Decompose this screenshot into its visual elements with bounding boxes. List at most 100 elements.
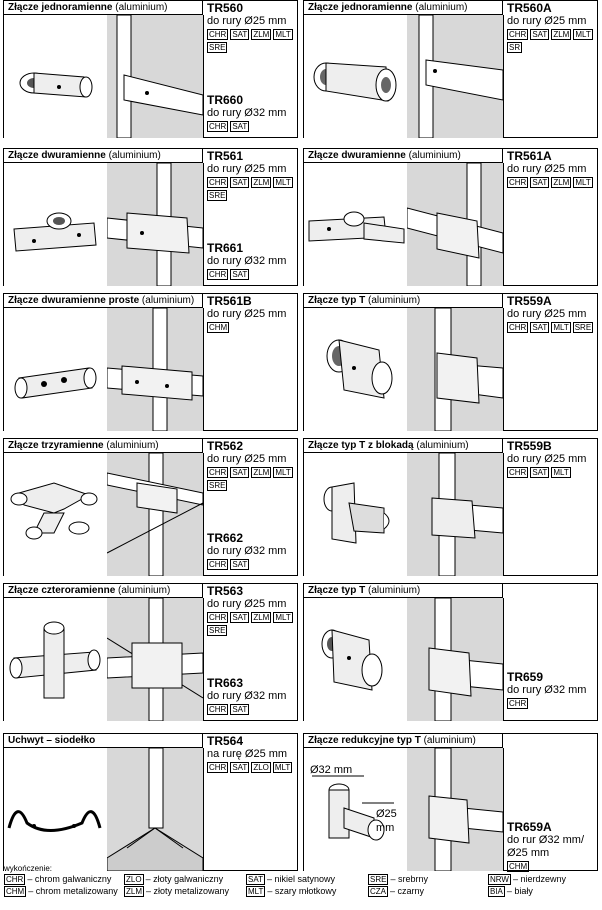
finish-badge: CHR bbox=[507, 467, 529, 478]
finish-badge: CHR bbox=[507, 322, 529, 333]
finish-badge: ZLM bbox=[551, 29, 572, 40]
finish-badge: CHR bbox=[207, 467, 229, 478]
legend-code: SRE bbox=[368, 874, 389, 885]
legend-title: wykończenie: bbox=[4, 864, 53, 873]
product-mounted-photo bbox=[107, 453, 204, 576]
dimension-label: Ø32 mm bbox=[310, 764, 353, 776]
legend-code: SAT bbox=[246, 874, 265, 885]
finish-badges: CHM bbox=[207, 322, 297, 333]
finish-badge: SAT bbox=[230, 704, 250, 715]
product-info: TR659 do rury Ø32 mm CHR bbox=[507, 584, 597, 720]
legend-label: – nierdzewny bbox=[512, 874, 566, 884]
product-code-secondary: TR663 bbox=[207, 676, 244, 690]
card-title: Złącze jednoramienne (aluminium) bbox=[304, 1, 503, 15]
product-card: Uchwyt – siodełko TR564 na rurę Ø25 mm C… bbox=[3, 733, 298, 871]
legend-item: CHR– chrom galwaniczny bbox=[4, 874, 111, 885]
product-photo bbox=[304, 308, 408, 431]
product-code: TR564 bbox=[207, 734, 244, 748]
finish-badge: MLT bbox=[273, 29, 293, 40]
finish-badge: MLT bbox=[551, 322, 571, 333]
card-title: Złącze dwuramienne (aluminium) bbox=[304, 149, 503, 163]
finish-badge: SAT bbox=[530, 467, 550, 478]
product-mounted-photo bbox=[107, 308, 204, 431]
product-code-secondary: TR660 bbox=[207, 93, 244, 107]
finish-badge: SRE bbox=[572, 322, 594, 333]
dimension-label: mm bbox=[376, 822, 395, 834]
product-desc-secondary: do rur Ø32 mm/Ø25 mm bbox=[507, 834, 585, 859]
product-photo bbox=[4, 748, 108, 871]
product-code-secondary: TR659 bbox=[507, 670, 544, 684]
product-desc: do rury Ø25 mm bbox=[207, 598, 287, 610]
product-card: Złącze dwuramienne (aluminium) TR561A do… bbox=[303, 148, 598, 286]
product-code: TR561B bbox=[207, 294, 252, 308]
finish-badge: SR bbox=[507, 42, 523, 53]
product-card: Złącze dwuramienne (aluminium) TR561 do … bbox=[3, 148, 298, 286]
finish-badge: ZLM bbox=[251, 29, 272, 40]
product-desc: do rury Ø25 mm bbox=[207, 308, 287, 320]
finish-badge: SAT bbox=[230, 29, 250, 40]
finish-badge: ZLM bbox=[251, 177, 272, 188]
product-mounted-photo bbox=[107, 15, 204, 138]
card-title: Złącze czteroramienne (aluminium) bbox=[4, 584, 203, 598]
product-photo bbox=[4, 163, 108, 286]
product-card: Złącze jednoramienne (aluminium) TR560 d… bbox=[3, 0, 298, 138]
product-card: Złącze jednoramienne (aluminium) TR560A … bbox=[303, 0, 598, 138]
finish-badge: SRE bbox=[207, 190, 228, 201]
product-code-secondary: TR659A bbox=[507, 820, 552, 834]
product-code: TR560 bbox=[207, 1, 244, 15]
product-code-secondary: TR661 bbox=[207, 241, 244, 255]
finish-badge: CHR bbox=[507, 698, 529, 709]
finish-badge: ZLM bbox=[251, 467, 272, 478]
legend-label: – czarny bbox=[390, 886, 425, 896]
dimension-label: Ø25 bbox=[376, 808, 397, 820]
product-photo bbox=[304, 453, 408, 576]
product-mounted-photo bbox=[407, 308, 504, 431]
product-code: TR563 bbox=[207, 584, 244, 598]
product-code: TR559A bbox=[507, 294, 552, 308]
finish-badges-secondary: CHR bbox=[507, 698, 597, 709]
finish-badge: MLT bbox=[272, 762, 293, 773]
product-photo bbox=[4, 453, 108, 576]
card-title: Złącze typ T z blokadą (aluminium) bbox=[304, 439, 503, 453]
product-code: TR562 bbox=[207, 439, 244, 453]
product-desc: do rury Ø25 mm bbox=[207, 15, 287, 27]
finish-badge: CHR bbox=[507, 29, 529, 40]
legend-label: – złoty galwaniczny bbox=[145, 874, 224, 884]
finish-badge: SRE bbox=[207, 42, 228, 53]
product-card: Złącze trzyramienne (aluminium) TR562 do… bbox=[3, 438, 298, 576]
finish-badge: MLT bbox=[273, 467, 293, 478]
legend-item: SAT– nikiel satynowy bbox=[246, 874, 335, 885]
product-code: TR561 bbox=[207, 149, 244, 163]
legend-code: CHM bbox=[4, 886, 27, 897]
product-photo bbox=[304, 163, 408, 286]
finish-badge: CHR bbox=[207, 29, 229, 40]
product-code: TR561A bbox=[507, 149, 552, 163]
product-code-secondary: TR662 bbox=[207, 531, 244, 545]
finish-badge: MLT bbox=[573, 177, 593, 188]
card-title: Złącze trzyramienne (aluminium) bbox=[4, 439, 203, 453]
product-desc: do rury Ø25 mm bbox=[507, 453, 587, 465]
finish-badge: CHR bbox=[507, 177, 529, 188]
finish-badge: SAT bbox=[530, 322, 550, 333]
product-mounted-photo bbox=[107, 163, 204, 286]
finish-badge: ZLM bbox=[551, 177, 572, 188]
finish-badge: CHR bbox=[207, 559, 229, 570]
product-info: TR561B do rury Ø25 mm CHM bbox=[207, 294, 297, 430]
product-mounted-photo bbox=[407, 15, 504, 138]
legend-code: ZLM bbox=[124, 886, 144, 897]
finish-badge: ZLO bbox=[251, 762, 271, 773]
finish-badge: SAT bbox=[230, 177, 250, 188]
finish-badge: SRE bbox=[207, 480, 228, 491]
legend-label: – szary młotkowy bbox=[267, 886, 337, 896]
product-card: Złącze dwuramienne proste (aluminium) TR… bbox=[3, 293, 298, 431]
finish-badge: CHM bbox=[507, 861, 530, 872]
